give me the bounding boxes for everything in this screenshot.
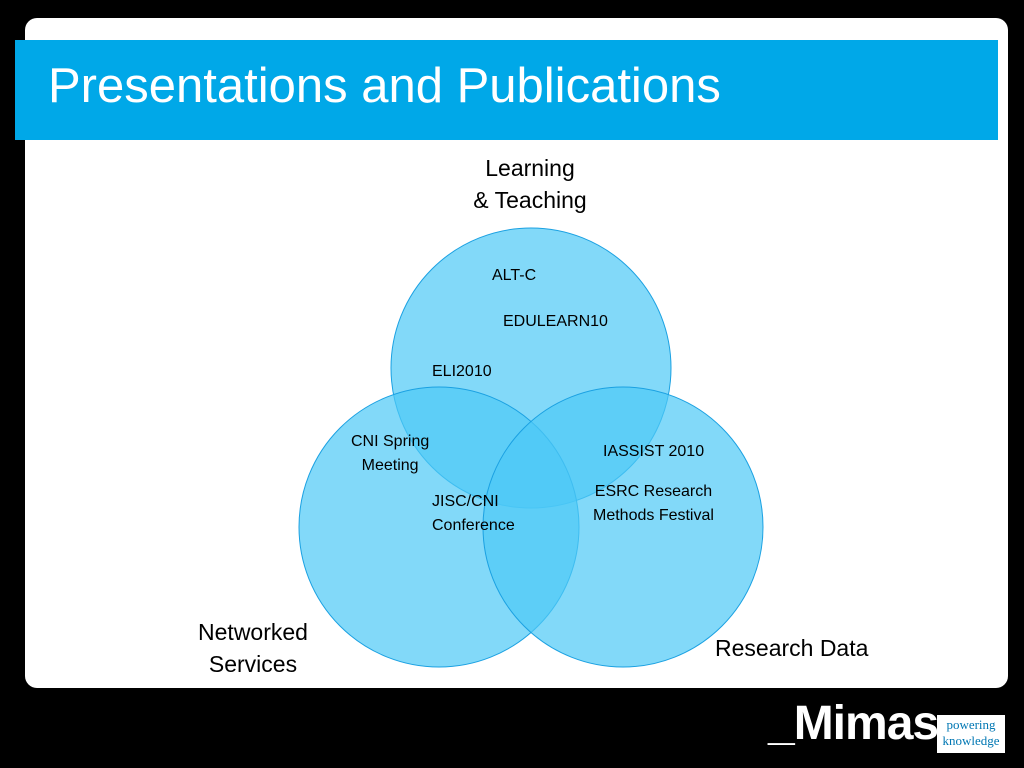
set-label-learning-teaching: Learning & Teaching xyxy=(455,152,605,216)
tagline-line2: knowledge xyxy=(942,733,1000,748)
item-cni-line2: Meeting xyxy=(361,457,419,474)
mimas-logo: _Mimas xyxy=(768,697,939,750)
set-label-research-data: Research Data xyxy=(715,635,869,661)
slide-title: Presentations and Publications xyxy=(48,59,721,113)
item-esrc-research-methods-festival: ESRC Research Methods Festival xyxy=(593,480,714,528)
set-label-networked-services: Networked Services xyxy=(178,616,328,680)
item-alt-c: ALT-C xyxy=(492,267,537,284)
venn-circle-research-data xyxy=(482,386,764,668)
item-jisc-line2: Conference xyxy=(432,517,515,534)
mimas-tagline: powering knowledge xyxy=(937,715,1005,753)
item-cni-line1: CNI Spring xyxy=(351,433,430,450)
tagline-line1: powering xyxy=(946,717,996,732)
item-cni-spring-meeting: CNI Spring Meeting xyxy=(351,430,429,478)
set-label-learning-line1: Learning xyxy=(485,155,575,181)
item-jisc-line1: JISC/CNI xyxy=(432,493,499,510)
title-bar xyxy=(15,40,998,140)
item-eli2010: ELI2010 xyxy=(432,363,492,380)
item-jisc-cni-conference: JISC/CNI Conference xyxy=(432,490,515,538)
item-iassist-2010: IASSIST 2010 xyxy=(603,443,705,460)
set-label-learning-line2: & Teaching xyxy=(473,187,587,213)
item-esrc-line2: Methods Festival xyxy=(593,507,714,524)
set-label-networked-line2: Services xyxy=(208,651,298,677)
set-label-networked-line1: Networked xyxy=(198,619,308,645)
item-edulearn10: EDULEARN10 xyxy=(503,313,608,330)
item-esrc-line1: ESRC Research xyxy=(594,483,713,500)
